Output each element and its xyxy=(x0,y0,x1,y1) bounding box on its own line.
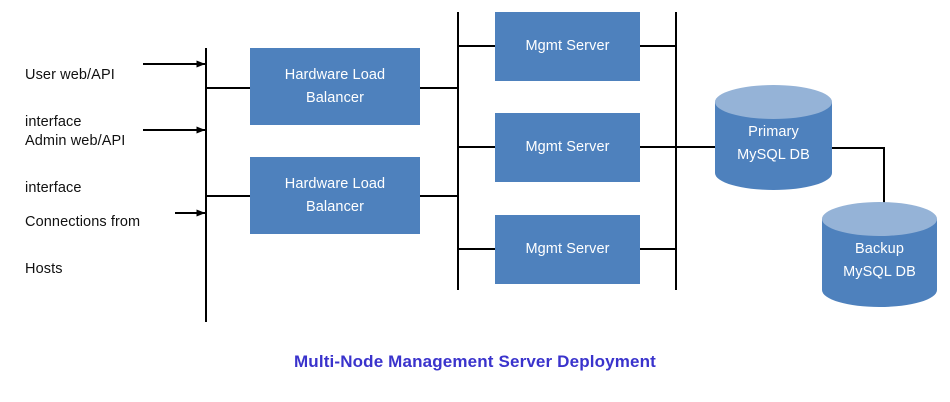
diagram-title: Multi-Node Management Server Deployment xyxy=(294,352,656,371)
node-label-line1: Primary xyxy=(748,124,799,140)
input-label-line2: interface xyxy=(25,114,82,131)
input-label-line1: Admin web/API xyxy=(25,133,126,150)
node-label: Mgmt Server xyxy=(525,241,610,258)
node-hardware-load-balancer-2[interactable]: Hardware Load Balancer xyxy=(250,157,420,234)
node-backup-mysql-db[interactable]: Backup MySQL DB xyxy=(822,202,937,307)
node-label-line2: Balancer xyxy=(305,89,365,106)
node-label-line1: Backup xyxy=(855,241,904,257)
input-label-user-web-api: User web/API interface xyxy=(25,41,115,158)
node-label: Mgmt Server xyxy=(525,139,610,156)
input-label-line2: interface xyxy=(25,180,82,197)
cylinder-shape-backup xyxy=(822,202,937,307)
node-label-line2: MySQL DB xyxy=(843,264,916,280)
node-mgmt-server-3[interactable]: Mgmt Server xyxy=(495,215,640,284)
node-mgmt-server-2[interactable]: Mgmt Server xyxy=(495,113,640,182)
input-label-admin-web-api: Admin web/API interface xyxy=(25,107,125,224)
node-label-line2: Balancer xyxy=(305,198,365,215)
input-label-line1: Connections from xyxy=(25,214,141,231)
node-mgmt-server-1[interactable]: Mgmt Server xyxy=(495,12,640,81)
node-label-line1: Hardware Load xyxy=(284,176,386,193)
node-label-line2: MySQL DB xyxy=(737,147,810,163)
input-label-connections-from-hosts: Connections from Hosts xyxy=(25,188,140,305)
node-label: Mgmt Server xyxy=(525,38,610,55)
input-label-line2: Hosts xyxy=(25,261,63,278)
input-label-line1: User web/API xyxy=(25,67,115,84)
link-primary-db-to-backup-db xyxy=(830,147,885,218)
node-hardware-load-balancer-1[interactable]: Hardware Load Balancer xyxy=(250,48,420,125)
node-primary-mysql-db[interactable]: Primary MySQL DB xyxy=(715,85,832,190)
cylinder-shape-primary xyxy=(715,85,832,190)
node-label-line1: Hardware Load xyxy=(284,67,386,84)
